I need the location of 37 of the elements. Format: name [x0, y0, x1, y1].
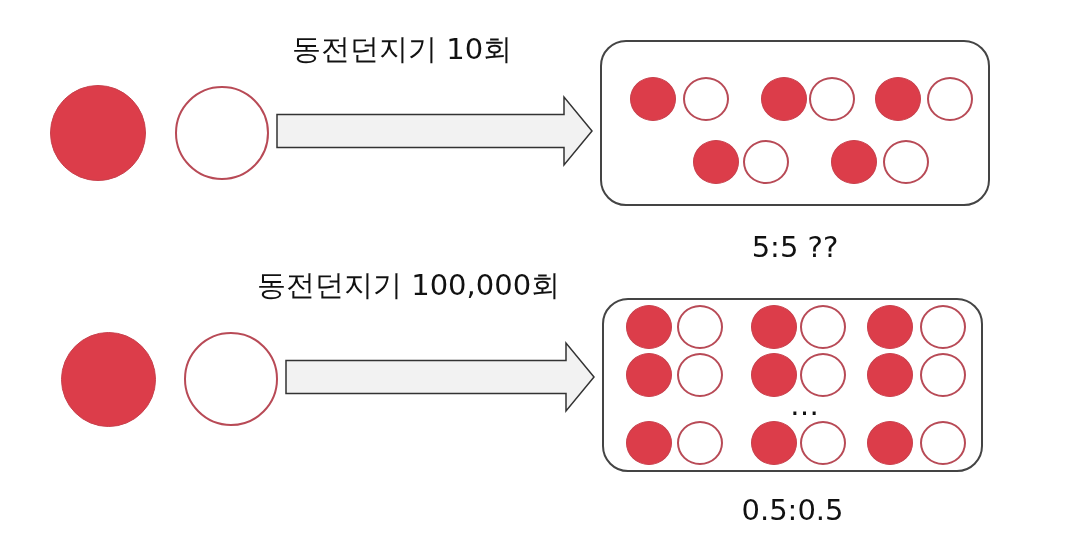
block-arrow	[285, 340, 595, 414]
empty-coin	[743, 140, 789, 184]
empty-coin	[800, 353, 846, 397]
empty-coin	[677, 305, 723, 349]
empty-coin	[809, 77, 855, 121]
filled-coin	[831, 140, 877, 184]
empty-coin	[683, 77, 729, 121]
filled-coin	[626, 305, 672, 349]
empty-coin	[677, 353, 723, 397]
empty-coin	[927, 77, 973, 121]
filled-coin	[751, 305, 797, 349]
empty-coin	[920, 305, 966, 349]
block-arrow	[276, 94, 593, 168]
result-box	[602, 298, 983, 472]
ratio-caption: 0.5:0.5	[741, 493, 844, 527]
filled-coin	[761, 77, 807, 121]
empty-coin	[920, 421, 966, 465]
filled-coin	[693, 140, 739, 184]
filled-coin	[751, 353, 797, 397]
empty-coin	[920, 353, 966, 397]
filled-coin	[867, 353, 913, 397]
empty-coin	[883, 140, 929, 184]
filled-coin	[630, 77, 676, 121]
ratio-caption: 5:5 ??	[751, 230, 839, 264]
filled-coin	[751, 421, 797, 465]
empty-coin	[800, 421, 846, 465]
result-box	[600, 40, 990, 206]
count-heading: 동전던지기 100,000회	[257, 268, 561, 302]
count-heading: 동전던지기 10회	[292, 32, 513, 66]
filled-coin	[875, 77, 921, 121]
filled-coin	[626, 353, 672, 397]
filled-coin	[626, 421, 672, 465]
empty-coin	[677, 421, 723, 465]
filled-coin	[867, 305, 913, 349]
filled-coin	[867, 421, 913, 465]
empty-coin	[800, 305, 846, 349]
ellipsis-text: …	[790, 388, 819, 422]
